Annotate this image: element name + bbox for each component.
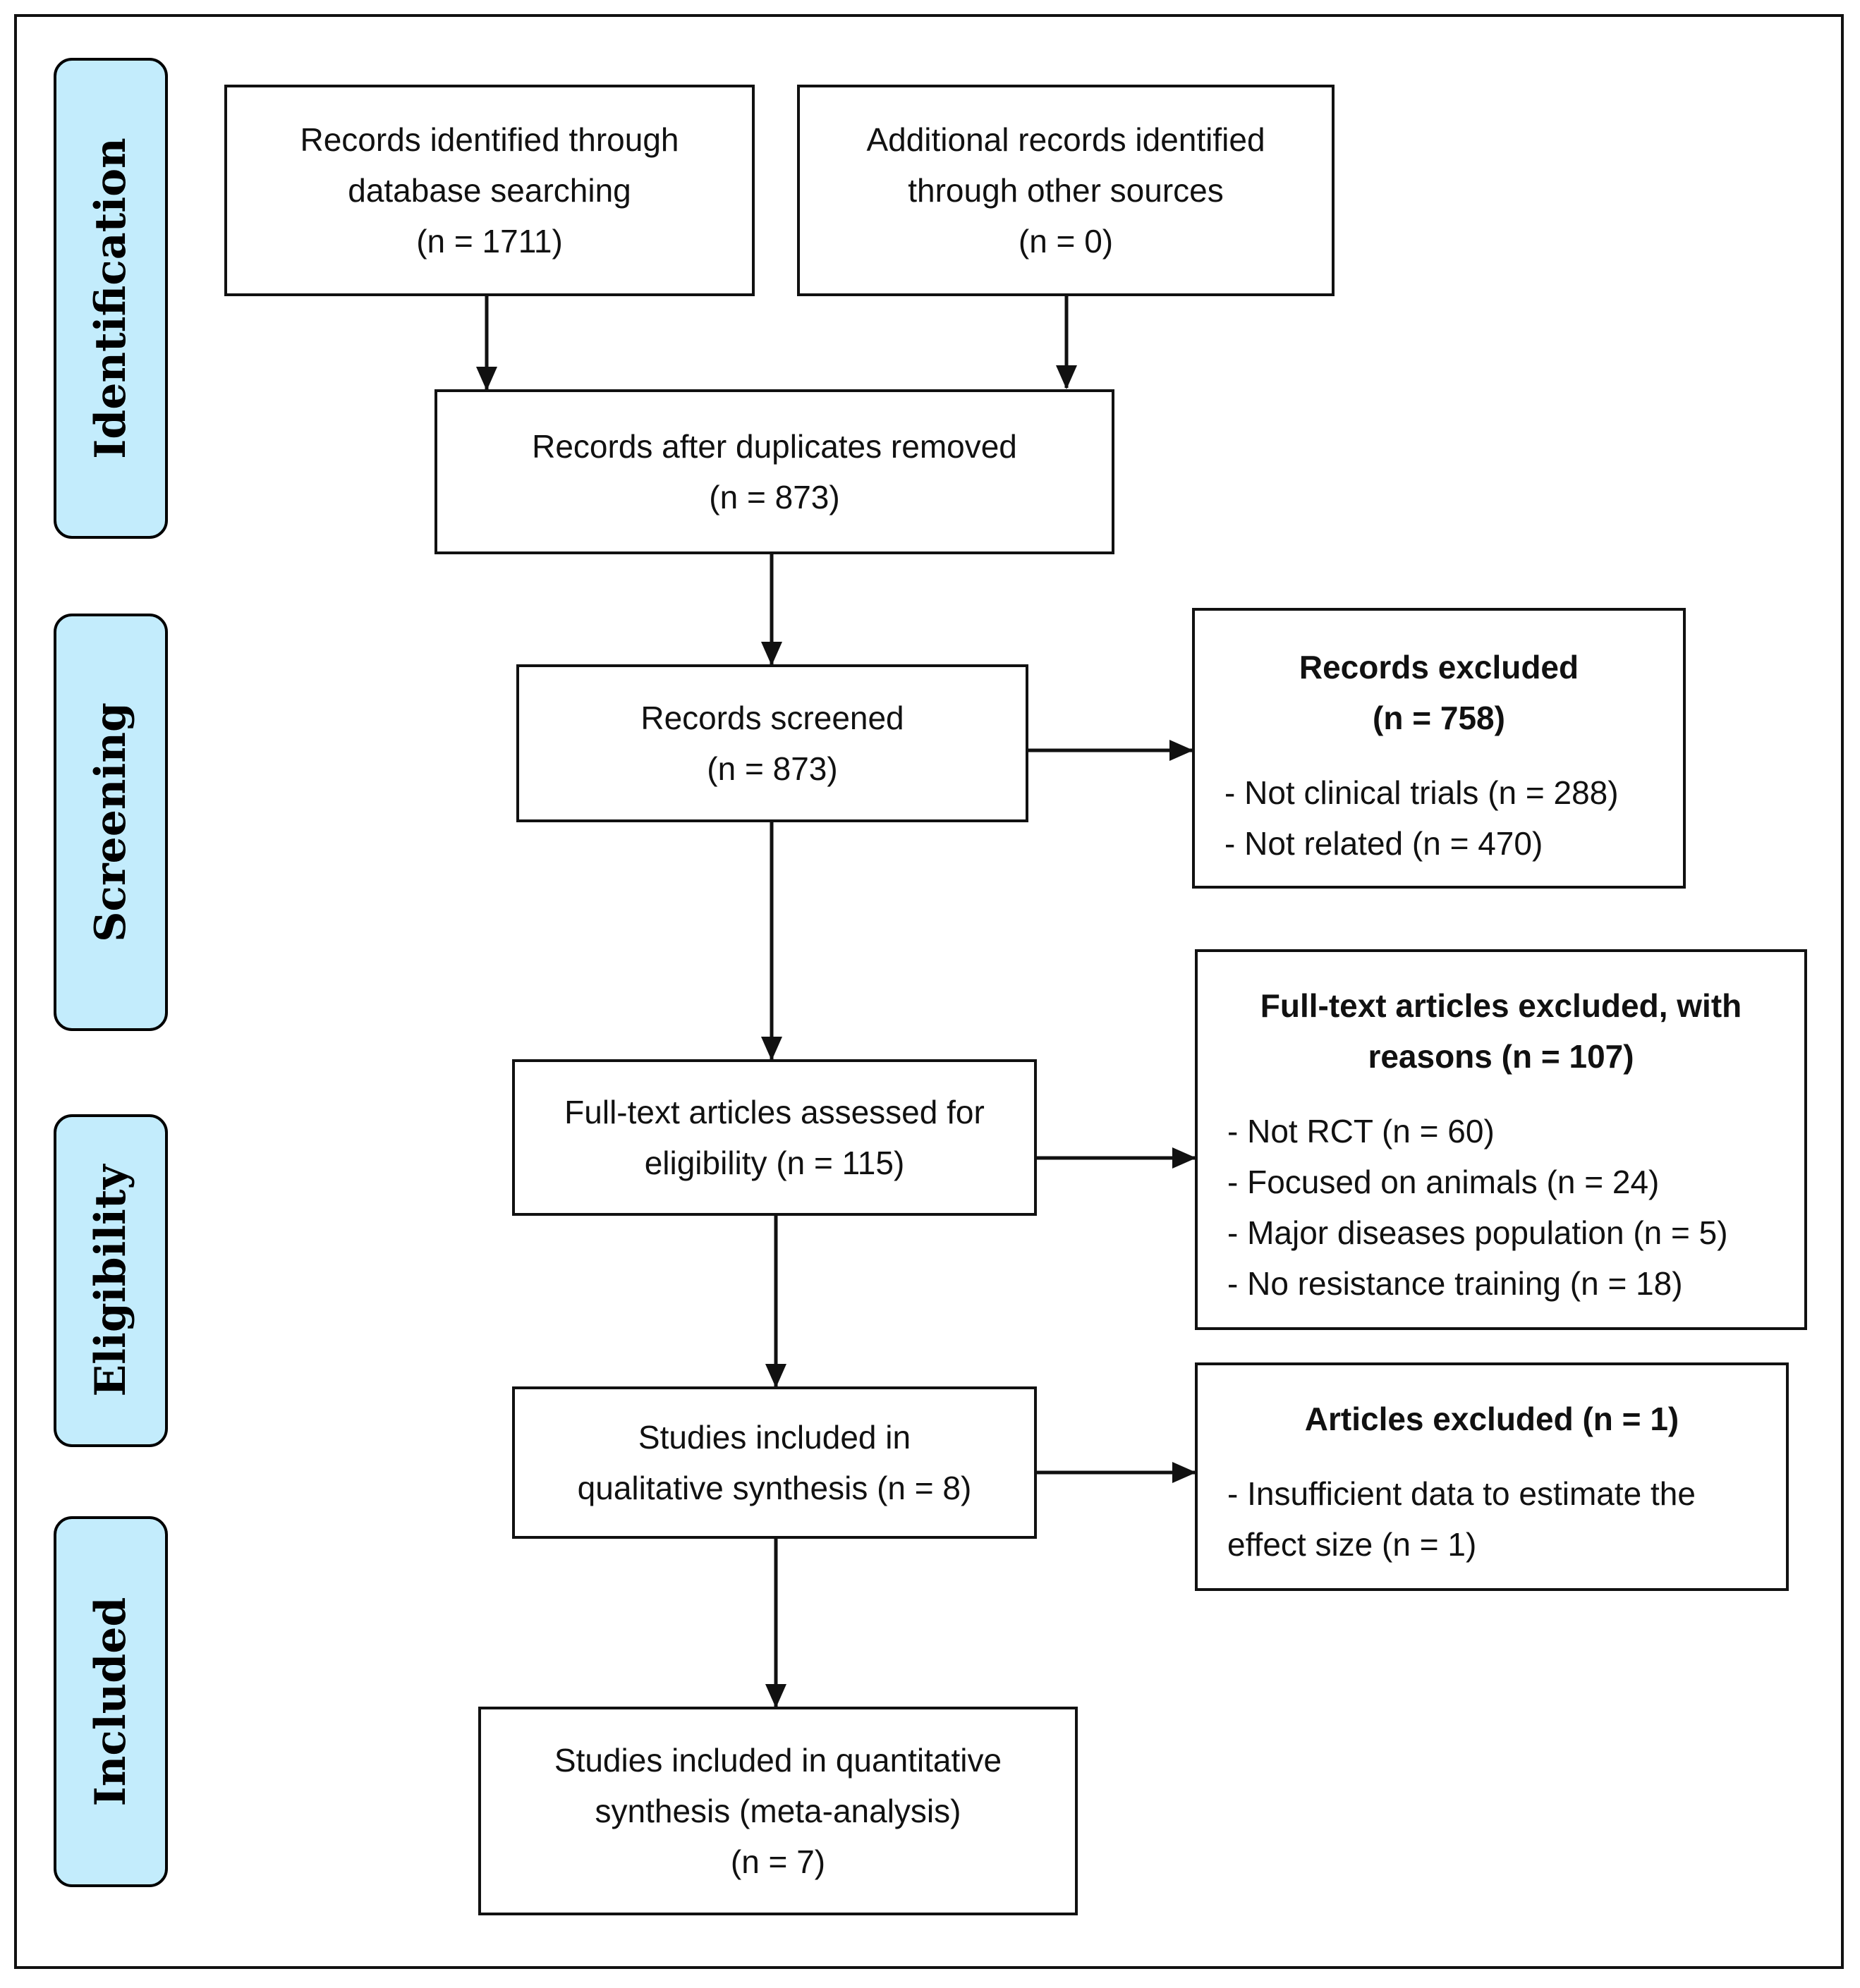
screened-box: Records screened (n = 873)	[516, 664, 1028, 822]
quantitative-count: (n = 7)	[730, 1843, 826, 1880]
qualitative-line2: qualitative synthesis (n = 8)	[577, 1470, 972, 1506]
fulltext-line1: Full-text articles assessed for	[564, 1094, 985, 1130]
fulltext-excluded-box: Full-text articles excluded, with reason…	[1195, 949, 1807, 1330]
database-records-count: (n = 1711)	[416, 223, 563, 260]
deduplicated-line1: Records after duplicates removed	[532, 428, 1017, 465]
phase-eligibility: Eligibility	[54, 1114, 168, 1447]
screened-count: (n = 873)	[707, 750, 838, 787]
records-excluded-item: - Not related (n = 470)	[1224, 825, 1543, 862]
fulltext-excluded-item: - Not RCT (n = 60)	[1227, 1113, 1495, 1149]
phase-screening: Screening	[54, 614, 168, 1031]
articles-excluded-item: - Insufficient data to estimate the	[1227, 1475, 1696, 1512]
quantitative-box: Studies included in quantitative synthes…	[478, 1707, 1078, 1915]
fulltext-excluded-title1: Full-text articles excluded, with	[1260, 987, 1742, 1024]
database-records-line2: database searching	[348, 172, 631, 209]
screened-line1: Records screened	[640, 700, 904, 736]
deduplicated-box: Records after duplicates removed (n = 87…	[434, 389, 1114, 554]
quantitative-line2: synthesis (meta-analysis)	[595, 1793, 961, 1829]
records-excluded-count: (n = 758)	[1373, 700, 1505, 736]
fulltext-box: Full-text articles assessed for eligibil…	[512, 1059, 1037, 1216]
records-excluded-item: - Not clinical trials (n = 288)	[1224, 774, 1619, 811]
qualitative-box: Studies included in qualitative synthesi…	[512, 1386, 1037, 1539]
fulltext-excluded-item: - Major diseases population (n = 5)	[1227, 1214, 1728, 1251]
deduplicated-count: (n = 873)	[709, 479, 840, 516]
phase-identification: Identification	[54, 58, 168, 539]
database-records-line1: Records identified through	[300, 121, 679, 158]
records-excluded-box: Records excluded (n = 758) - Not clinica…	[1192, 608, 1686, 889]
database-records-box: Records identified through database sear…	[224, 85, 755, 296]
other-records-count: (n = 0)	[1018, 223, 1114, 260]
articles-excluded-box: Articles excluded (n = 1) - Insufficient…	[1195, 1362, 1789, 1591]
quantitative-line1: Studies included in quantitative	[554, 1742, 1002, 1779]
articles-excluded-title: Articles excluded (n = 1)	[1304, 1401, 1679, 1437]
fulltext-line2: eligibility (n = 115)	[644, 1145, 905, 1181]
other-records-line2: through other sources	[908, 172, 1224, 209]
other-records-line1: Additional records identified	[866, 121, 1265, 158]
articles-excluded-item: effect size (n = 1)	[1227, 1526, 1477, 1563]
qualitative-line1: Studies included in	[638, 1419, 911, 1456]
records-excluded-title: Records excluded	[1299, 649, 1579, 685]
other-records-box: Additional records identified through ot…	[797, 85, 1335, 296]
fulltext-excluded-item: - No resistance training (n = 18)	[1227, 1265, 1683, 1302]
fulltext-excluded-title2: reasons (n = 107)	[1368, 1038, 1634, 1075]
fulltext-excluded-item: - Focused on animals (n = 24)	[1227, 1164, 1660, 1200]
phase-included: Included	[54, 1516, 168, 1887]
